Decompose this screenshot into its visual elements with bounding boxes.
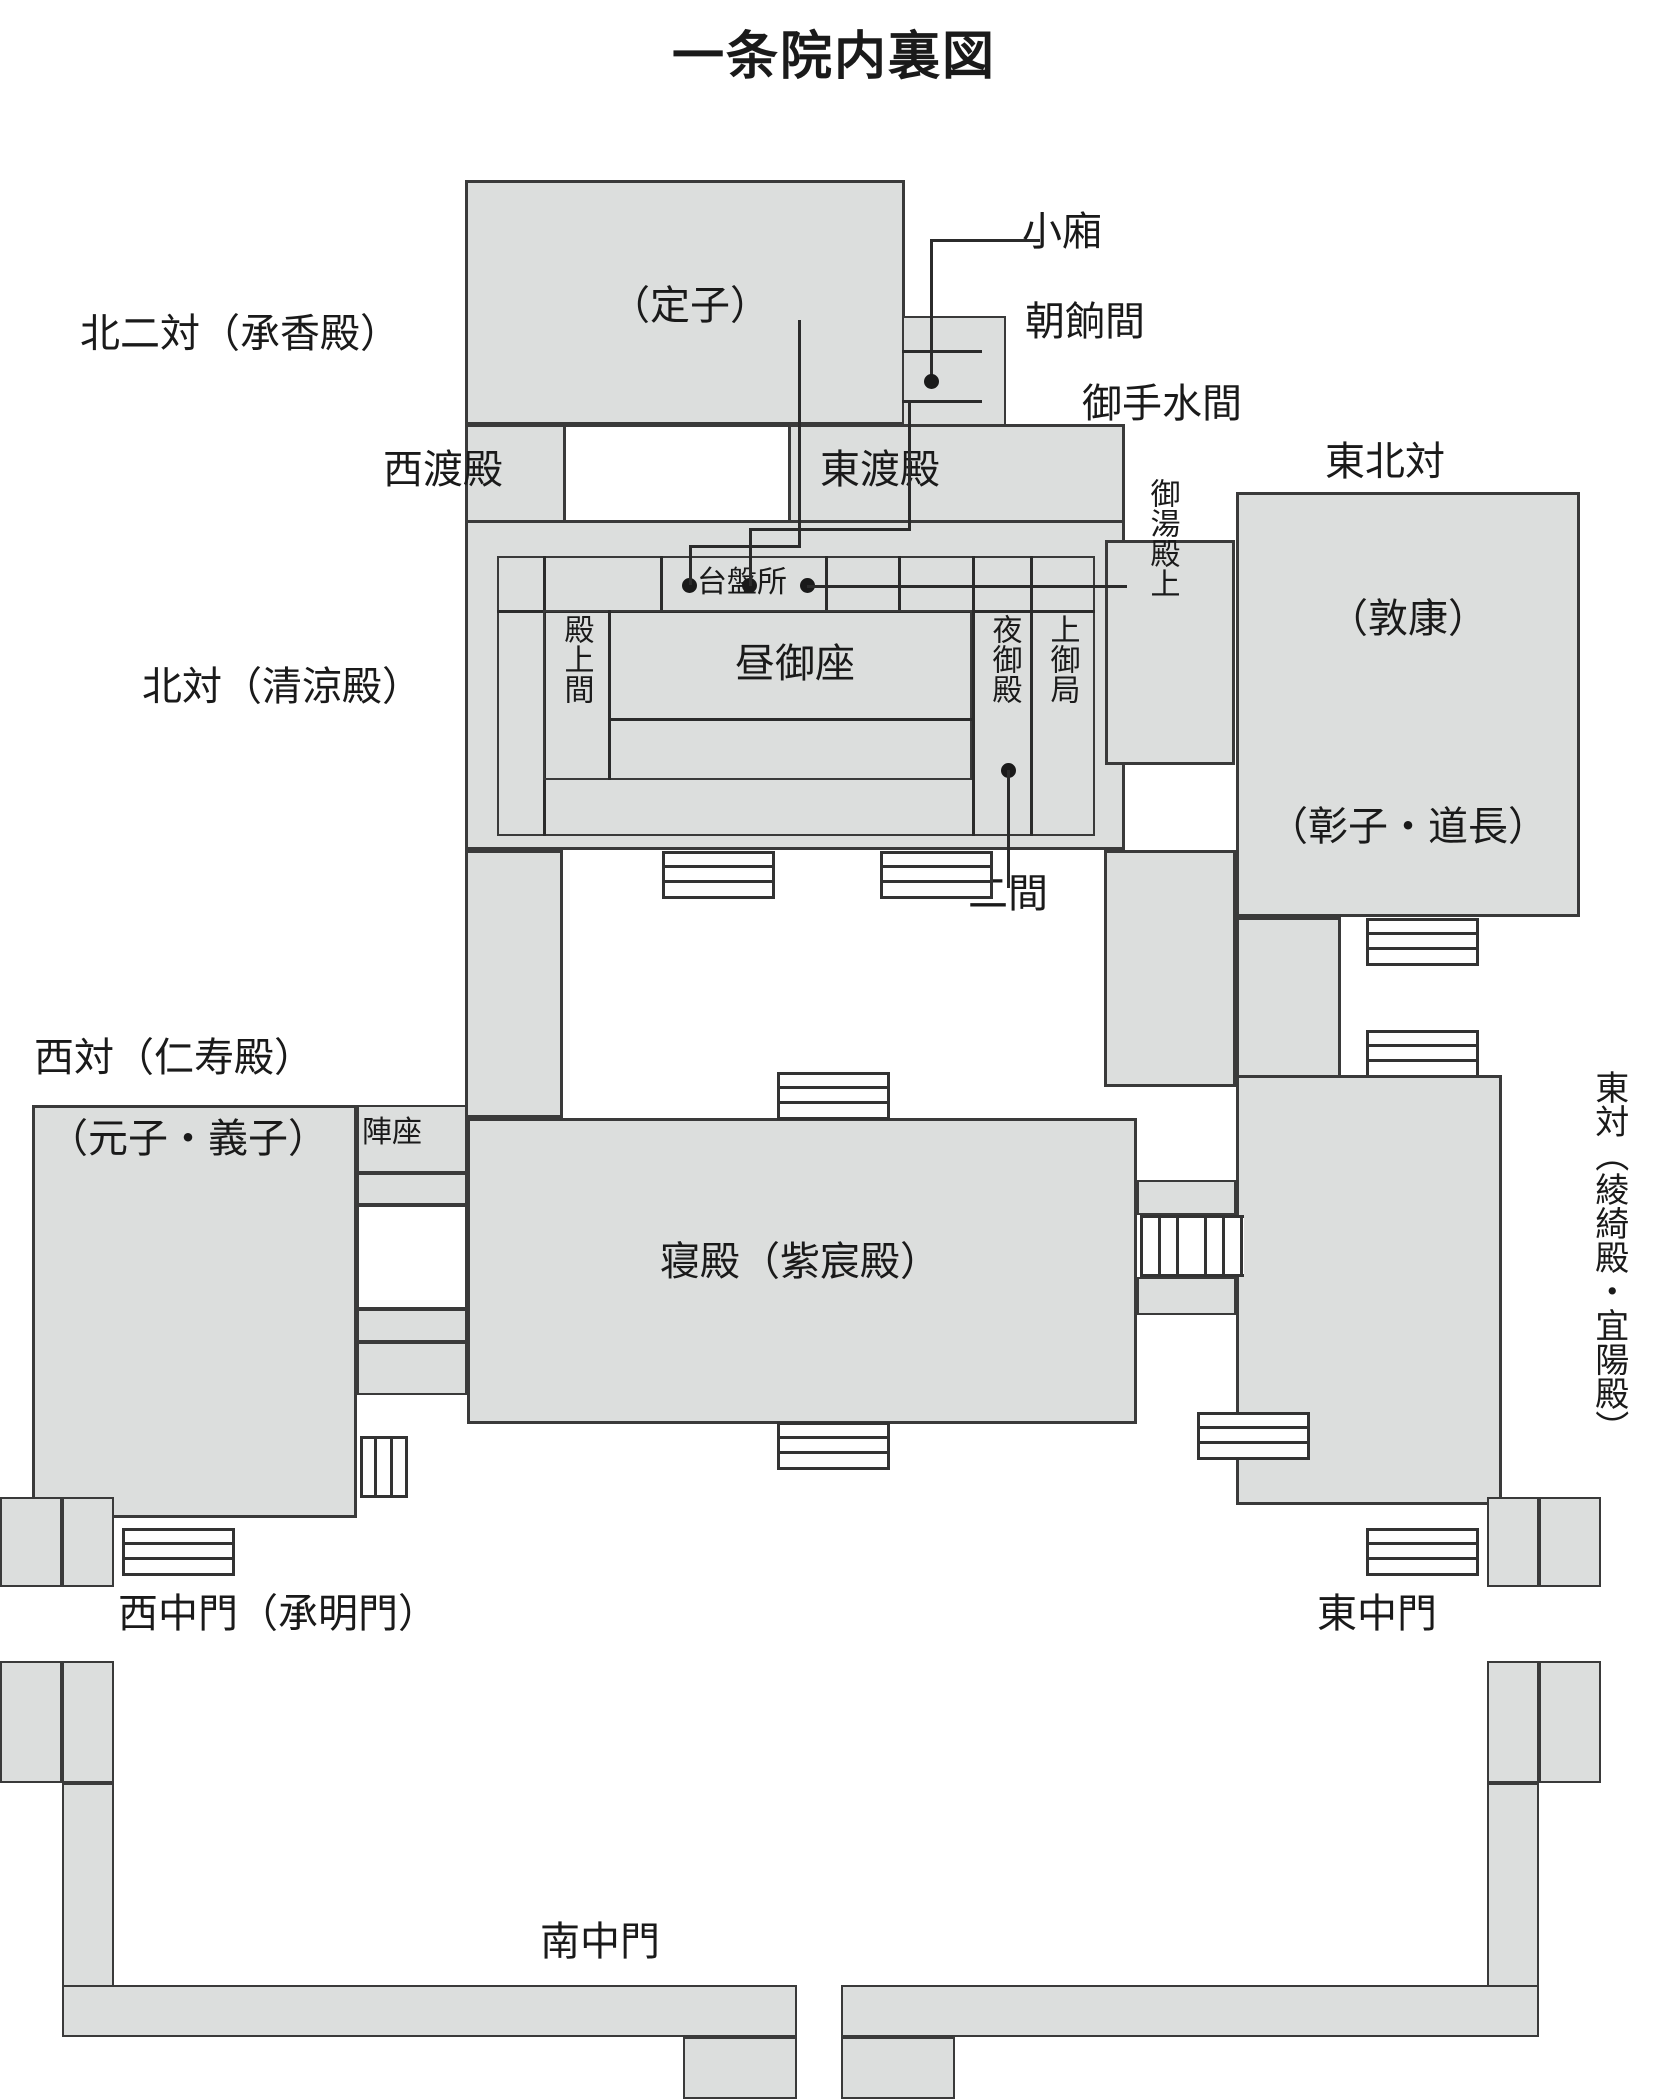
leader-oyudono-h [807,585,1127,588]
label-atsuyasu: （敦康） [1328,596,1488,642]
leader-ochouzu-v2 [908,400,911,531]
stairs-east-corridor [1140,1215,1244,1277]
seiryoden-band-div-5 [972,556,975,836]
wall-west-upper-stub-outer [0,1661,62,1783]
annex-divider-top [902,350,982,353]
building-jinza [357,1105,467,1173]
leader-futama-v [1007,770,1010,888]
pad-east-tai-se-outer [1539,1497,1601,1587]
label-hi-no-omashi: 昼御座 [735,641,855,687]
seiryoden-band-div-3 [825,556,828,610]
label-oyudono-no-ue: 御湯殿上 [1144,478,1180,598]
stairs-courtyard-north-left [662,851,775,899]
stairs-east-tai-south2 [1366,1528,1479,1576]
label-west-corridor: 西渡殿 [383,447,503,493]
building-kobisashi-annex [902,316,1006,429]
marker-kobisashi [924,374,939,389]
corridor-ne-to-east [1236,917,1341,1087]
leader-ochouzu-h1 [749,528,911,531]
label-shoushi-michinaga: （彰子・道長） [1268,804,1548,850]
label-yoru-no-otodo: 夜御殿 [986,614,1022,704]
stairs-ne-upper [1366,918,1479,966]
annex-divider-bottom [902,400,982,403]
label-teishi: （定子） [610,283,770,329]
pad-west-tai-sw-outer [0,1497,62,1587]
label-north-tai: 北対（清涼殿） [142,664,422,710]
seiryoden-inner-frame [543,610,972,780]
building-northeast-tai [1236,492,1580,917]
stairs-east-tai-south [1197,1412,1310,1460]
label-west-tai: 西対（仁寿殿） [34,1035,314,1081]
label-asagarei-no-ma: 朝餉間 [1025,299,1145,345]
wall-east-upper-stub-outer [1539,1661,1601,1783]
gate-jamb-south-west [683,2037,797,2099]
stairs-ne-lower [1366,1030,1479,1078]
label-ue-no-tsubone: 上御局 [1044,614,1080,704]
corridor-west-jinza-lower [357,1173,467,1205]
stairs-courtyard-north-right [880,851,993,899]
corridor-west-mid [357,1309,467,1342]
seiryoden-outer-room-frame [497,556,1095,836]
corridor-east-upper [1137,1180,1236,1215]
label-east-corridor: 東渡殿 [820,447,940,493]
leader-asagarei-v1 [689,545,692,585]
building-north-second-tai [465,180,905,425]
courtyard-north [563,424,791,532]
label-ochouzu-no-ma: 御手水間 [1082,381,1242,427]
page-title: 一条院内裏図 [671,27,996,87]
seiryoden-band-div-4 [898,556,901,610]
pad-west-tai-sw-inner [62,1497,114,1587]
label-west-middle-gate: 西中門（承明門） [118,1591,438,1637]
stairs-shinden-north [777,1072,890,1120]
platform-oyudono [1105,540,1235,765]
marker-asagarei [682,578,697,593]
pad-east-tai-se-inner [1487,1497,1539,1587]
label-tenjou-no-ma: 殿上間 [558,614,594,704]
seiryoden-band-div-2 [660,556,663,610]
wall-west-upper-stub-inner [62,1661,114,1783]
stairs-west-tai-east [360,1436,408,1498]
label-motoko-yoshiko: （元子・義子） [48,1116,328,1162]
corridor-south-east [841,1985,1539,2037]
label-northeast-tai: 東北対 [1325,439,1445,485]
corridor-south-west [62,1985,797,2037]
leader-kobisashi-h [930,239,1040,242]
building-shinden [467,1118,1137,1424]
wall-east-upper-stub-inner [1487,1661,1539,1783]
stairs-west-tai-south [122,1528,235,1576]
gate-jamb-south-east [841,2037,955,2099]
seiryoden-hi-no-omashi-divider [608,718,972,721]
label-south-middle-gate: 南中門 [540,1919,660,1965]
annex-center-stem [930,350,933,380]
leader-ochouzu-v1 [749,528,752,586]
label-east-tai: 東対（綾綺殿・宜陽殿） [1588,1070,1629,1444]
building-west-tai [32,1105,357,1518]
label-east-middle-gate: 東中門 [1317,1591,1437,1637]
leader-asagarei-v2 [798,320,801,548]
corridor-west-gap [357,1205,467,1309]
corridor-west-mid2 [357,1342,467,1395]
corridor-east-lower [1137,1277,1236,1315]
leader-asagarei-h1 [689,545,801,548]
stairs-shinden-south [777,1422,890,1470]
platform-mid-west [465,850,563,1118]
label-north-second-tai: 北二対（承香殿） [80,311,400,357]
seiryoden-tenjou-divider [608,610,611,780]
label-shinden: 寝殿（紫宸殿） [660,1239,940,1285]
leader-kobisashi-v [930,239,933,351]
seiryoden-band-div-6 [1030,556,1033,836]
label-jinza: 陣座 [362,1115,422,1150]
label-kobisashi: 小廂 [1022,209,1102,255]
platform-mid-east [1104,850,1236,1087]
